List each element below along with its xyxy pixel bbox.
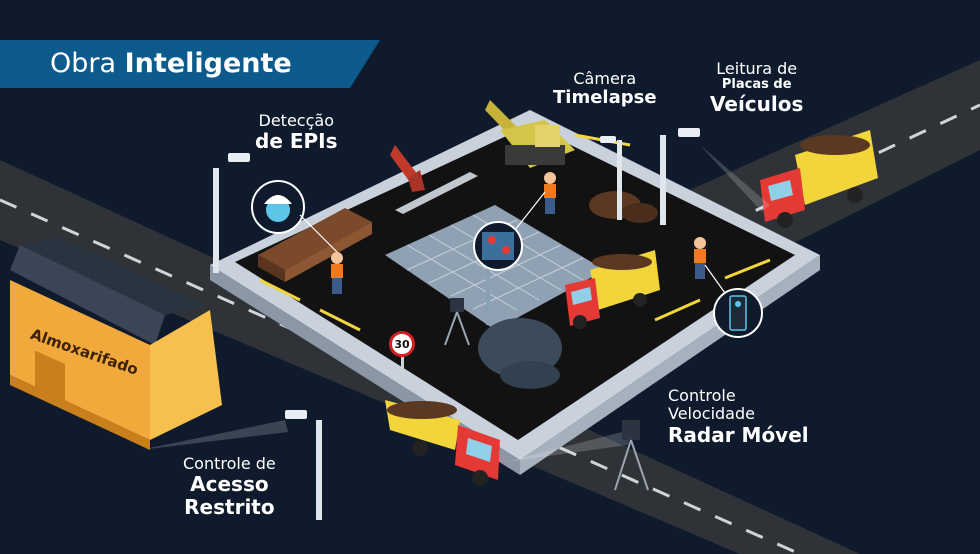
truck-site bbox=[565, 250, 660, 329]
label-access-control: Controle de Acesso Restrito bbox=[183, 454, 276, 520]
truck-road bbox=[385, 400, 500, 486]
steel-bars bbox=[395, 172, 478, 214]
radar-tripod bbox=[444, 298, 649, 491]
radar-beam bbox=[505, 430, 630, 462]
map-pin-icon bbox=[473, 191, 546, 271]
plate-reader-beam bbox=[700, 145, 770, 212]
access-beam bbox=[140, 420, 288, 450]
timber-stack bbox=[258, 208, 372, 282]
speed-limit-sign-icon: 30 bbox=[389, 331, 415, 357]
label-speed-radar: Controle Velocidade Radar Móvel bbox=[668, 386, 809, 447]
title-part1: Obra bbox=[50, 48, 117, 79]
label-timelapse-camera: Câmera Timelapse bbox=[553, 69, 657, 109]
camera-poles bbox=[213, 135, 666, 520]
radar-sensor-icon bbox=[704, 264, 763, 338]
label-plate-reading: Leitura de Placas de Veículos bbox=[710, 59, 804, 117]
excavator bbox=[390, 100, 575, 192]
helmet-worker-icon bbox=[331, 172, 706, 294]
warehouse bbox=[10, 238, 222, 450]
page-title: Obra Inteligente bbox=[50, 48, 292, 79]
truck-right bbox=[760, 130, 878, 228]
speed-sign-post bbox=[401, 356, 404, 376]
title-part2: Inteligente bbox=[124, 48, 292, 79]
title-banner bbox=[0, 40, 380, 88]
cctv-camera-icon bbox=[228, 128, 700, 419]
label-epi-detection: Detecção de EPIs bbox=[255, 111, 338, 154]
epi-detection-callout bbox=[251, 180, 338, 253]
